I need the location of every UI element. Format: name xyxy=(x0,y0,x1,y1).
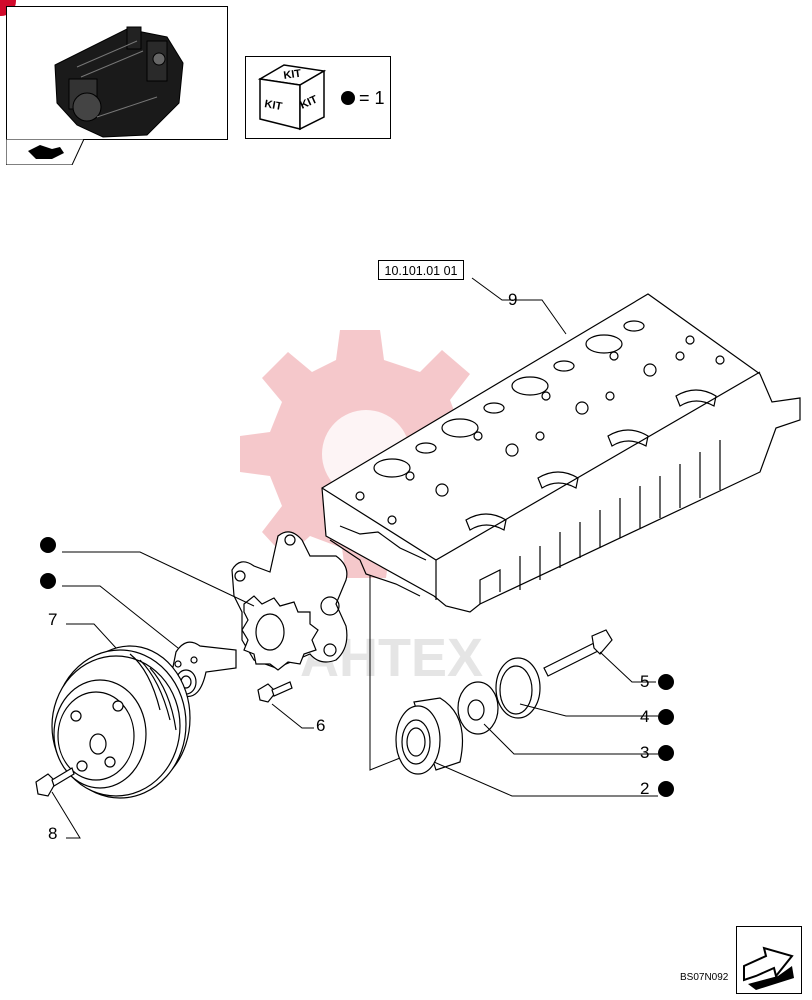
callout-4[interactable]: 4 xyxy=(640,707,650,726)
engine-thumbnail-icon xyxy=(54,26,184,138)
bolt-8 xyxy=(35,767,75,797)
callout-kit-dot xyxy=(658,674,674,690)
washer-3 xyxy=(457,681,499,735)
next-page-arrow-icon xyxy=(736,926,802,994)
callout-kit-dot xyxy=(40,573,56,589)
callout-3[interactable]: 3 xyxy=(640,743,650,762)
callout-6[interactable]: 6 xyxy=(316,716,326,735)
next-page-button[interactable] xyxy=(736,926,802,994)
cylinder-head xyxy=(321,293,801,613)
engine-thumbnail-frame[interactable] xyxy=(6,6,228,140)
callout-2[interactable]: 2 xyxy=(640,779,650,798)
bolt-6 xyxy=(257,681,293,703)
callout-kit-dot xyxy=(658,745,674,761)
kit-legend-value: = 1 xyxy=(359,88,385,108)
snap-ring-4 xyxy=(495,657,541,719)
kit-legend-text: = 1 xyxy=(341,88,385,109)
kit-text-left: KIT xyxy=(263,98,283,113)
callout-5[interactable]: 5 xyxy=(640,672,650,691)
reference-box[interactable]: 10.101.01 01 xyxy=(378,260,464,280)
exploded-view-nav-icon xyxy=(6,139,84,165)
callout-kit-dot xyxy=(658,781,674,797)
callout-kit-dot xyxy=(40,537,56,553)
callout-7[interactable]: 7 xyxy=(48,610,58,629)
callout-8[interactable]: 8 xyxy=(48,824,58,843)
crankshaft-pulley xyxy=(51,645,191,799)
drawing-code: BS07N092 xyxy=(680,972,729,983)
kit-text-top: KIT xyxy=(283,68,302,82)
water-pump-housing xyxy=(231,531,348,671)
reference-label: 10.101.01 01 xyxy=(384,264,458,278)
kit-legend-box: KIT KIT KIT xyxy=(245,56,391,139)
exploded-view-nav-tab[interactable] xyxy=(6,139,84,165)
bolt-5 xyxy=(543,629,613,677)
callout-kit-dot xyxy=(658,709,674,725)
callout-9[interactable]: 9 xyxy=(508,290,518,309)
kit-dot-icon xyxy=(341,91,355,105)
kit-cube-icon: KIT KIT KIT xyxy=(257,64,327,131)
bearing-2 xyxy=(395,697,464,775)
